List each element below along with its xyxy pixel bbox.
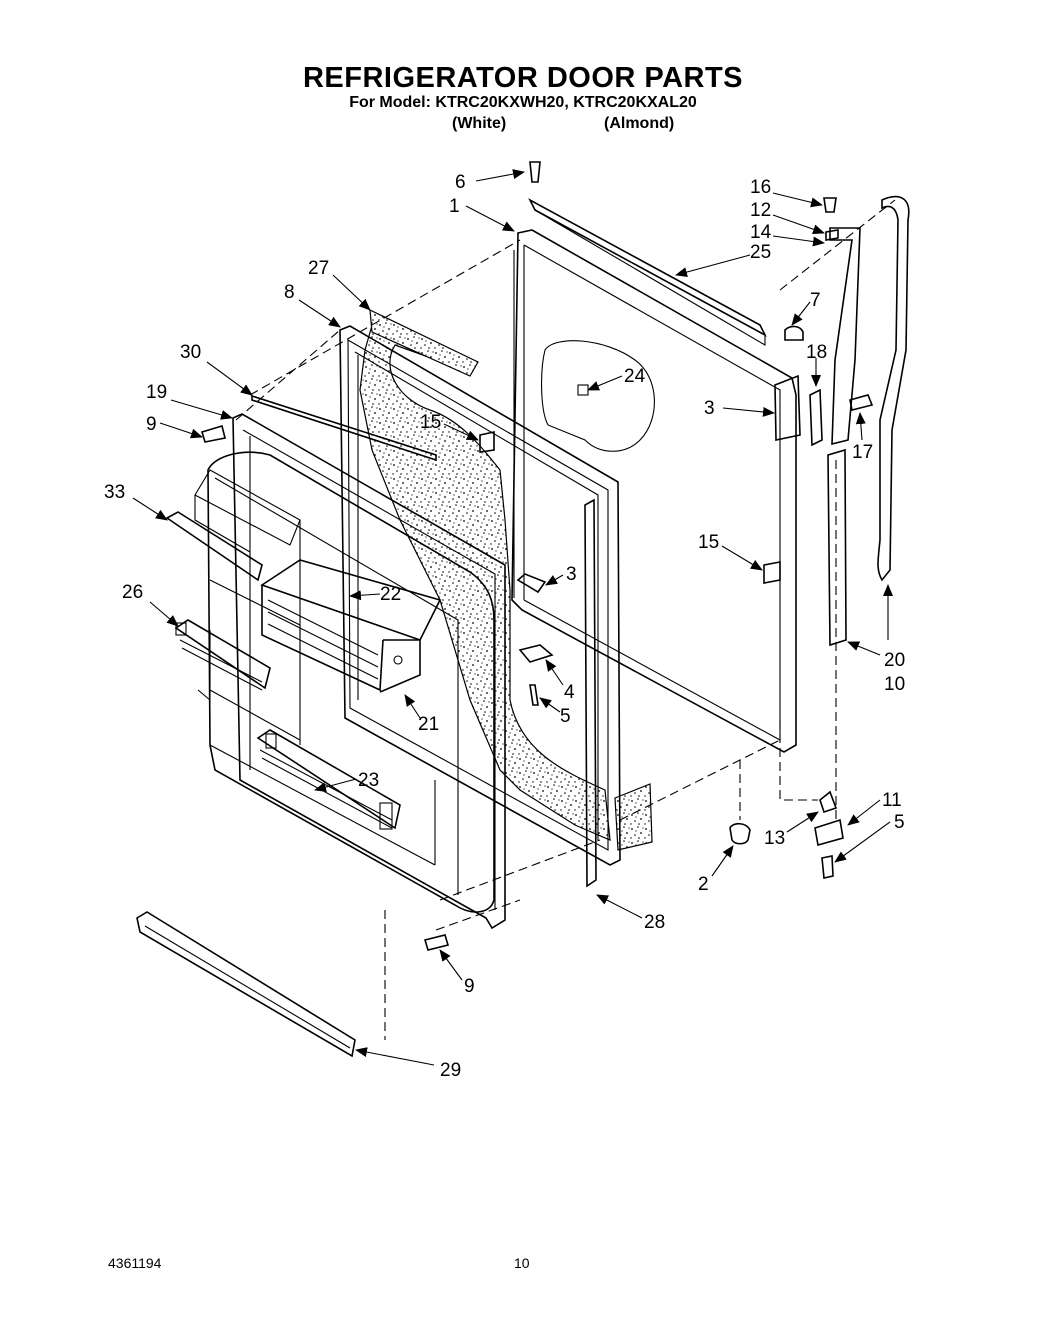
callout-19: 19 xyxy=(146,382,167,403)
callout-13: 13 xyxy=(764,828,785,849)
callout-leaders xyxy=(132,169,893,1066)
callout-12: 12 xyxy=(750,200,771,221)
assembly-guide-lines xyxy=(235,199,896,1040)
callout-24: 24 xyxy=(624,366,646,387)
callout-16: 16 xyxy=(750,177,771,198)
bracket-3-center xyxy=(516,573,547,594)
callout-4: 4 xyxy=(564,682,575,703)
spacer-18 xyxy=(809,388,823,447)
door-shelves xyxy=(194,469,436,866)
callout-5-center: 5 xyxy=(560,706,571,727)
hinge-plate-4 xyxy=(518,644,554,663)
callout-5-bottom: 5 xyxy=(894,812,905,833)
callout-22: 22 xyxy=(380,584,401,605)
screw-5-bottom xyxy=(821,855,834,879)
breaker-strip xyxy=(584,498,597,888)
callout-3-right: 3 xyxy=(704,398,715,419)
callout-25: 25 xyxy=(750,242,771,263)
callout-6: 6 xyxy=(455,172,466,193)
screw-9-lower xyxy=(423,934,450,951)
callout-10: 10 xyxy=(884,674,905,695)
callout-17: 17 xyxy=(852,442,873,463)
model-numbers: For Model: KTRC20KXWH20, KTRC20KXAL20 xyxy=(349,94,697,111)
id-label-24 xyxy=(541,340,655,452)
callout-9-lower: 9 xyxy=(464,976,475,997)
callout-11: 11 xyxy=(882,790,902,811)
callout-7: 7 xyxy=(810,290,821,311)
dairy-compartment xyxy=(260,559,442,693)
bottom-hinge-pin-13 xyxy=(819,790,838,814)
callout-3-center: 3 xyxy=(566,564,577,585)
page-number: 10 xyxy=(514,1255,530,1271)
callout-23: 23 xyxy=(358,770,379,791)
handle-20 xyxy=(877,195,910,582)
callout-8: 8 xyxy=(284,282,295,303)
bottom-trim-29 xyxy=(136,911,356,1058)
label-clip xyxy=(577,384,589,396)
hinge-cover-10 xyxy=(827,448,847,647)
rail-30 xyxy=(251,394,437,462)
bottom-hinge-11 xyxy=(814,818,844,847)
callout-1: 1 xyxy=(449,196,460,217)
plug-7 xyxy=(784,325,804,341)
inner-door-liner xyxy=(207,413,506,930)
top-hinge-assembly xyxy=(823,197,861,446)
outer-door-panel xyxy=(511,229,797,753)
callout-27: 27 xyxy=(308,258,329,279)
shelf-rail-33 xyxy=(165,511,263,582)
spacer-2 xyxy=(729,822,751,845)
document-number: 4361194 xyxy=(108,1255,162,1271)
clip-15-right xyxy=(763,561,781,584)
variant-almond: (Almond) xyxy=(604,115,675,132)
callout-2: 2 xyxy=(698,874,709,895)
door-rail-26 xyxy=(174,619,271,691)
screw-9-upper xyxy=(201,424,226,443)
callout-9-upper: 9 xyxy=(146,414,157,435)
callout-29: 29 xyxy=(440,1060,461,1081)
door-gasket-frame xyxy=(339,325,621,866)
callout-15-right: 15 xyxy=(698,532,719,553)
screw-5-center xyxy=(529,684,539,706)
screw-6 xyxy=(529,161,541,183)
diagram-title: REFRIGERATOR DOOR PARTS xyxy=(302,62,744,94)
callout-15-upper: 15 xyxy=(420,412,441,433)
foam-top-block xyxy=(369,309,479,377)
callout-28: 28 xyxy=(644,912,665,933)
callout-14: 14 xyxy=(750,222,772,243)
callout-21: 21 xyxy=(418,714,439,735)
callout-33: 33 xyxy=(104,482,125,503)
callout-numbers: 6 1 27 8 30 19 9 33 26 16 12 14 25 7 18 … xyxy=(104,172,905,1081)
callout-26: 26 xyxy=(122,582,143,603)
variant-white: (White) xyxy=(452,115,507,132)
callout-30: 30 xyxy=(180,342,201,363)
foam-bottom-block xyxy=(614,783,653,851)
callout-18: 18 xyxy=(806,342,827,363)
screw-17 xyxy=(849,394,874,411)
bracket-3-right xyxy=(774,374,801,441)
callout-20: 20 xyxy=(884,650,905,671)
clip-15-upper xyxy=(479,431,495,453)
